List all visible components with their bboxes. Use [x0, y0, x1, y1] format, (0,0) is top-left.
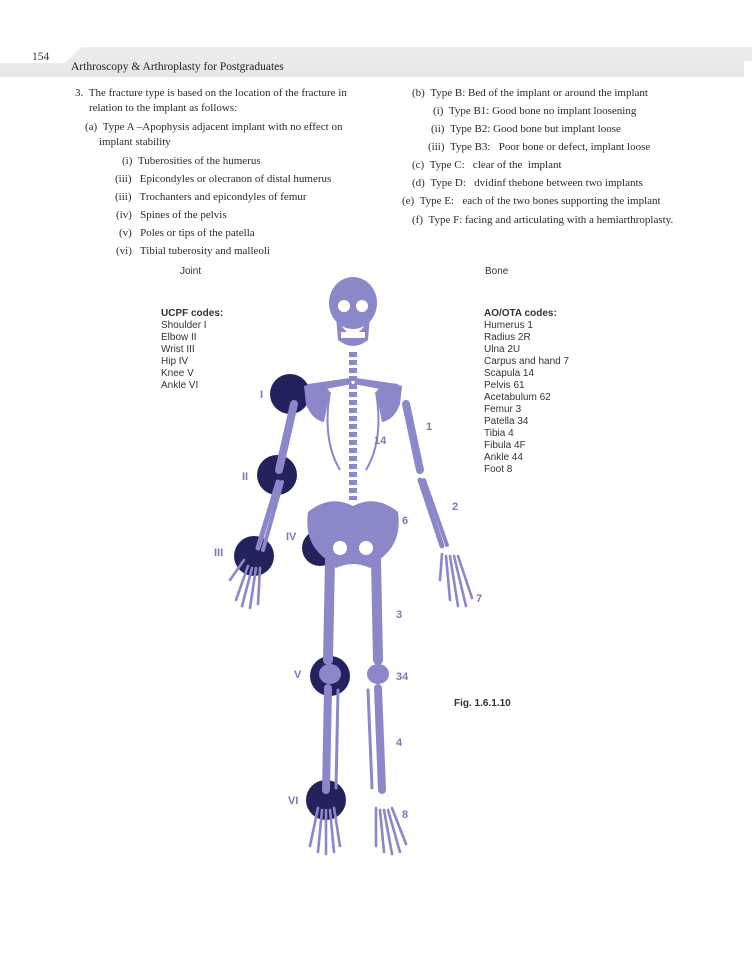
header-band: [0, 47, 752, 77]
type-b-item: (i) Type B1: Good bone no implant loosen…: [433, 105, 637, 117]
ucpf-code: Shoulder I: [161, 320, 207, 331]
ucpf-code: Elbow II: [161, 332, 197, 343]
joint-circle-elbow: [257, 455, 297, 495]
bone-marker: 2: [452, 501, 458, 513]
aoota-code: Patella 34: [484, 416, 529, 427]
aoota-title: AO/OTA codes:: [484, 308, 557, 319]
joint-marker: II: [242, 471, 248, 483]
type-e-text: (e) Type E: each of the two bones suppor…: [402, 195, 661, 207]
bone-marker: 1: [426, 421, 432, 433]
aoota-code: Acetabulum 62: [484, 392, 551, 403]
joint-circle-ankle: [306, 780, 346, 820]
type-b-item: (iii) Type B3: Poor bone or defect, impl…: [428, 141, 651, 153]
ucpf-code: Knee V: [161, 368, 194, 379]
aoota-code: Humerus 1: [484, 320, 533, 331]
aoota-code: Fibula 4F: [484, 440, 526, 451]
bone-marker: 3: [396, 609, 402, 621]
ucpf-code: Wrist III: [161, 344, 195, 355]
bone-heading: Bone: [485, 266, 509, 277]
aoota-code: Carpus and hand 7: [484, 356, 570, 367]
item-3-text: 3. The fracture type is based on the loc…: [75, 87, 347, 114]
aoota-code: Tibia 4: [484, 428, 514, 439]
bone-marker: 8: [402, 809, 408, 821]
bone-marker: 7: [476, 593, 482, 605]
joint-marker: IV: [286, 531, 297, 543]
running-head: Arthroscopy & Arthroplasty for Postgradu…: [71, 61, 284, 73]
type-a-item: (iv) Spines of the pelvis: [116, 209, 227, 221]
aoota-code: Foot 8: [484, 464, 513, 475]
right-text-column: (b) Type B: Bed of the implant or around…: [402, 86, 702, 228]
type-a-text: (a) Type A –Apophysis adjacent implant w…: [85, 121, 343, 148]
bone-marker: 4: [396, 737, 403, 749]
aoota-legend: AO/OTA codes: Humerus 1 Radius 2R Ulna 2…: [484, 308, 569, 476]
joint-marker: V: [294, 669, 302, 681]
bone-marker: 34: [396, 671, 409, 683]
joint-markers: I II III IV V VI: [214, 389, 302, 807]
type-c-text: (c) Type C: clear of the implant: [412, 159, 562, 171]
ucpf-code: Hip IV: [161, 356, 189, 367]
type-f-text: (f) Type F: facing and articulating with…: [412, 214, 674, 226]
type-a-item: (i) Tuberosities of the humerus: [122, 155, 261, 167]
joint-circle-wrist: [234, 536, 274, 576]
aoota-code: Pelvis 61: [484, 380, 525, 391]
type-b-text: (b) Type B: Bed of the implant or around…: [412, 87, 648, 99]
joint-circle-shoulder: [270, 374, 310, 414]
type-a-item: (iii) Epicondyles or olecranon of distal…: [115, 173, 332, 185]
joint-heading: Joint: [180, 266, 202, 277]
aoota-code: Radius 2R: [484, 332, 531, 343]
aoota-code: Scapula 14: [484, 368, 535, 379]
left-text-column: 3. The fracture type is based on the loc…: [75, 86, 375, 259]
type-b-item: (ii) Type B2: Good bone but implant loos…: [431, 123, 621, 135]
type-a-item: (vi) Tibial tuberosity and malleoli: [116, 245, 270, 257]
joint-marker: VI: [288, 795, 298, 807]
joint-marker: I: [260, 389, 263, 401]
type-a-item: (iii) Trochanters and epicondyles of fem…: [115, 191, 307, 203]
bone-markers: 1 14 2 6 7 3 34 4 8: [374, 421, 482, 821]
aoota-code: Ankle 44: [484, 452, 523, 463]
aoota-code: Femur 3: [484, 404, 522, 415]
page-number: 154: [32, 51, 50, 63]
ucpf-code: Ankle VI: [161, 380, 199, 391]
type-d-text: (d) Type D: dvidinf thebone between two …: [412, 177, 643, 189]
skeleton-bones: [228, 277, 474, 856]
joint-marker: III: [214, 547, 223, 559]
bone-marker: 14: [374, 435, 387, 447]
ucpf-title: UCPF codes:: [161, 308, 224, 319]
ucpf-legend: UCPF codes: Shoulder I Elbow II Wrist II…: [161, 308, 223, 392]
figure-caption: Fig. 1.6.1.10: [454, 698, 511, 709]
bone-marker: 6: [402, 515, 408, 527]
aoota-code: Ulna 2U: [484, 344, 521, 355]
type-a-item: (v) Poles or tips of the patella: [119, 227, 255, 239]
